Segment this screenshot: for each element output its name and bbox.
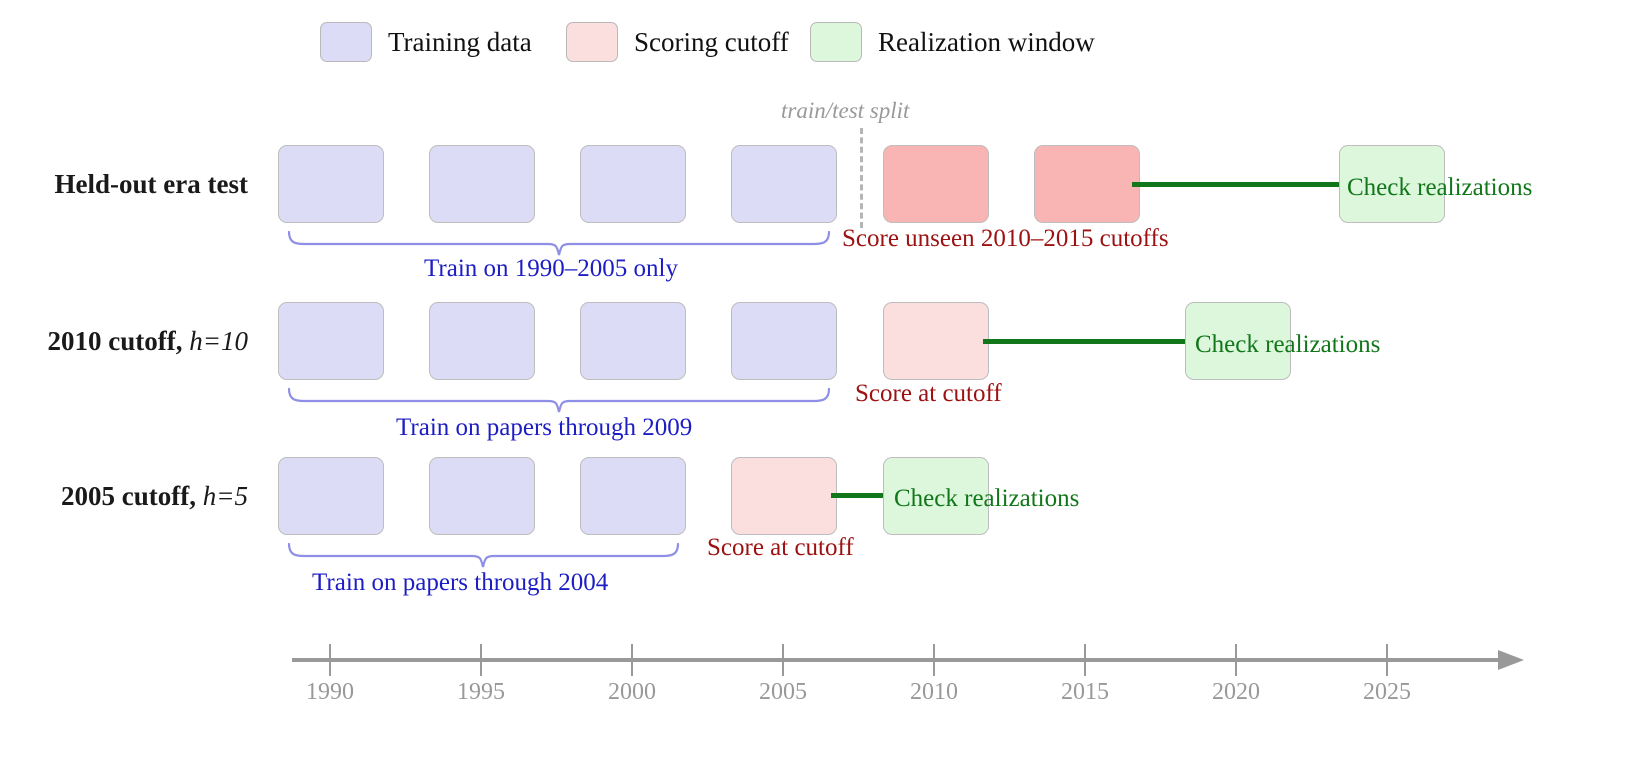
training-box [731,302,837,380]
training-box [429,457,535,535]
training-box [278,457,384,535]
training-box [731,145,837,223]
timeline-tick-label: 2000 [608,679,656,705]
realization-window-box [1185,302,1291,380]
score-caption: Score at cutoff [855,380,1002,407]
timeline-tick-label: 2020 [1212,679,1260,705]
scoring-cutoff-box [1034,145,1140,223]
train-test-split-line [860,128,863,228]
training-box [580,457,686,535]
realization-window-box [883,457,989,535]
training-box [429,302,535,380]
realization-connector [983,339,1186,344]
training-box [580,145,686,223]
training-box [429,145,535,223]
scoring-cutoff-box [883,145,989,223]
train-brace-caption: Train on 1990–2005 only [424,255,678,282]
row-label-held-out-era-test: Held-out era test [54,169,248,199]
scoring-cutoff-box [731,457,837,535]
legend-swatch-training-icon [320,22,372,62]
score-caption: Score unseen 2010–2015 cutoffs [842,225,1169,252]
training-box [278,145,384,223]
row-label-cutoff-2005: 2005 cutoff, h=5 [61,481,248,511]
realization-connector [1132,182,1345,187]
training-box [580,302,686,380]
legend-swatch-realization-icon [810,22,862,62]
training-box [278,302,384,380]
legend-label-scoring: Scoring cutoff [634,26,789,57]
realization-label: Check realizations [1347,174,1533,201]
train-brace [287,387,831,413]
train-brace [287,542,680,568]
legend-item-training: Training data [320,22,532,62]
timeline-tick-label: 2005 [759,679,807,705]
timeline-tick-label: 1990 [306,679,354,705]
legend: Training data Scoring cutoff Realization… [0,22,1652,66]
legend-label-realization: Realization window [878,26,1095,57]
timeline-tick-label: 1995 [457,679,505,705]
train-brace-caption: Train on papers through 2009 [396,414,693,441]
legend-item-scoring: Scoring cutoff [566,22,789,62]
train-brace [287,230,831,256]
realization-label: Check realizations [1195,331,1381,358]
timeline-tick-label: 2010 [910,679,958,705]
train-test-split-caption: train/test split [781,98,910,123]
timeline-tick-label: 2015 [1061,679,1109,705]
realization-connector [831,493,886,498]
row-label-cutoff-2010: 2010 cutoff, h=10 [47,326,248,356]
legend-item-realization: Realization window [810,22,1095,62]
realization-label: Check realizations [894,485,1080,512]
scoring-cutoff-box [883,302,989,380]
train-brace-caption: Train on papers through 2004 [312,569,609,596]
timeline-axis [292,644,1524,676]
timeline-tick-label: 2025 [1363,679,1411,705]
score-caption: Score at cutoff [707,534,854,561]
right-arrow-icon [1498,650,1524,670]
legend-swatch-scoring-icon [566,22,618,62]
legend-label-training: Training data [388,26,532,57]
realization-window-box [1339,145,1445,223]
